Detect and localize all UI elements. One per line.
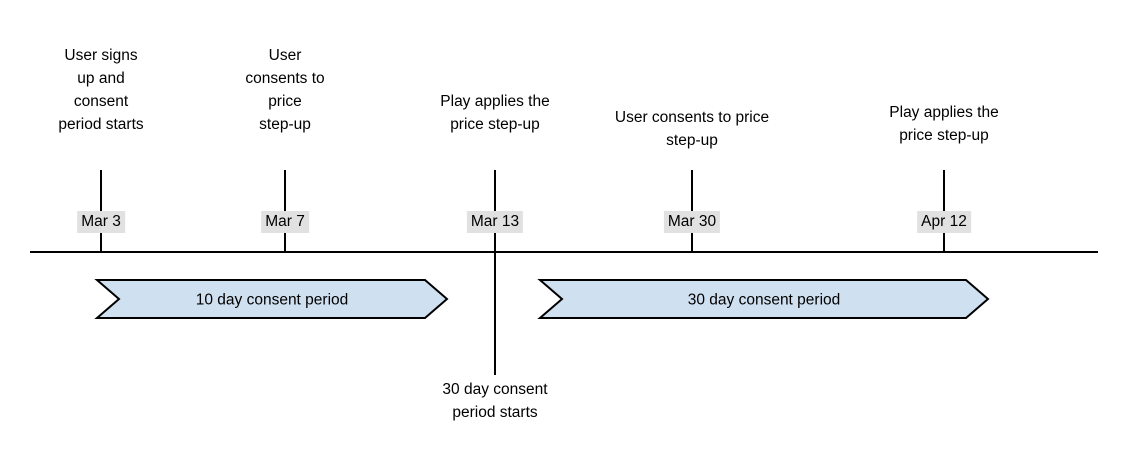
- annotation-30-day-consent-start: 30 day consent period starts: [442, 381, 548, 421]
- band-label-consent-10-day: 10 day consent period: [195, 291, 349, 309]
- event-description-mar-30: User consents to price step-up: [614, 109, 770, 149]
- event-description-apr-12: Play applies the price step-up: [889, 104, 999, 144]
- consent-period-bands-group: [94, 279, 990, 319]
- date-chip-mar-30: Mar 30: [663, 211, 721, 233]
- band-label-consent-30-day: 30 day consent period: [687, 291, 841, 309]
- band-shape-consent-30-day: [537, 279, 990, 319]
- band-shape-consent-10-day: [94, 279, 449, 319]
- date-chip-apr-12: Apr 12: [917, 211, 971, 233]
- date-chip-mar-13: Mar 13: [466, 211, 524, 233]
- date-chip-mar-3: Mar 3: [77, 211, 125, 233]
- event-description-mar-7: User consents to price step-up: [245, 47, 325, 133]
- event-description-mar-3: User signs up and consent period starts: [58, 47, 144, 133]
- date-chip-mar-7: Mar 7: [261, 211, 309, 233]
- event-description-mar-13: Play applies the price step-up: [440, 93, 550, 133]
- timeline-ticks-group: [100, 170, 945, 375]
